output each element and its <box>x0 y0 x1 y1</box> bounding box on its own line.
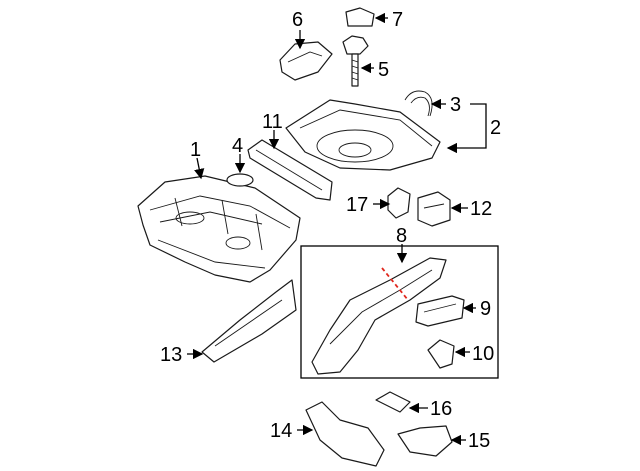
hook-bracket-part <box>404 90 433 117</box>
reinforcement-13-part <box>201 279 297 363</box>
spare-tire-well-part <box>285 99 441 171</box>
callout-13: 13 <box>160 344 182 366</box>
callout-6: 6 <box>292 9 303 31</box>
callout-8: 8 <box>396 225 407 247</box>
bracket-12-part <box>417 191 451 227</box>
callout-numbers: 1 2 3 4 5 6 7 8 9 10 11 12 13 14 15 16 1… <box>160 9 501 452</box>
callout-9: 9 <box>480 298 491 320</box>
callout-14: 14 <box>270 420 292 442</box>
bolt-part <box>342 35 369 87</box>
callout-12: 12 <box>470 198 492 220</box>
callout-16: 16 <box>430 398 452 420</box>
splash-shield-14-part <box>305 401 385 467</box>
callout-1: 1 <box>190 139 201 161</box>
bracket-16-part <box>375 391 411 413</box>
callout-17: 17 <box>346 194 368 216</box>
rear-floor-pan-part <box>137 175 301 283</box>
cap-part <box>345 7 375 27</box>
callout-4: 4 <box>232 135 243 157</box>
part-10-bracket <box>427 339 455 369</box>
bracket-15-part <box>397 425 453 457</box>
callout-15: 15 <box>468 430 490 452</box>
part-9-channel <box>415 295 465 327</box>
callout-3: 3 <box>450 94 461 116</box>
callout-5: 5 <box>378 59 389 81</box>
callout-10: 10 <box>472 343 494 365</box>
plug-part <box>226 173 254 187</box>
callout-2: 2 <box>490 117 501 139</box>
part-8-detail-box <box>300 245 499 379</box>
bracket-17-part <box>387 187 411 219</box>
leader-lines <box>187 12 487 446</box>
rear-rail-part <box>311 257 447 375</box>
callout-7: 7 <box>392 9 403 31</box>
support-bracket-part <box>279 41 333 81</box>
callout-11: 11 <box>262 111 283 133</box>
cross-member-part <box>247 139 333 201</box>
